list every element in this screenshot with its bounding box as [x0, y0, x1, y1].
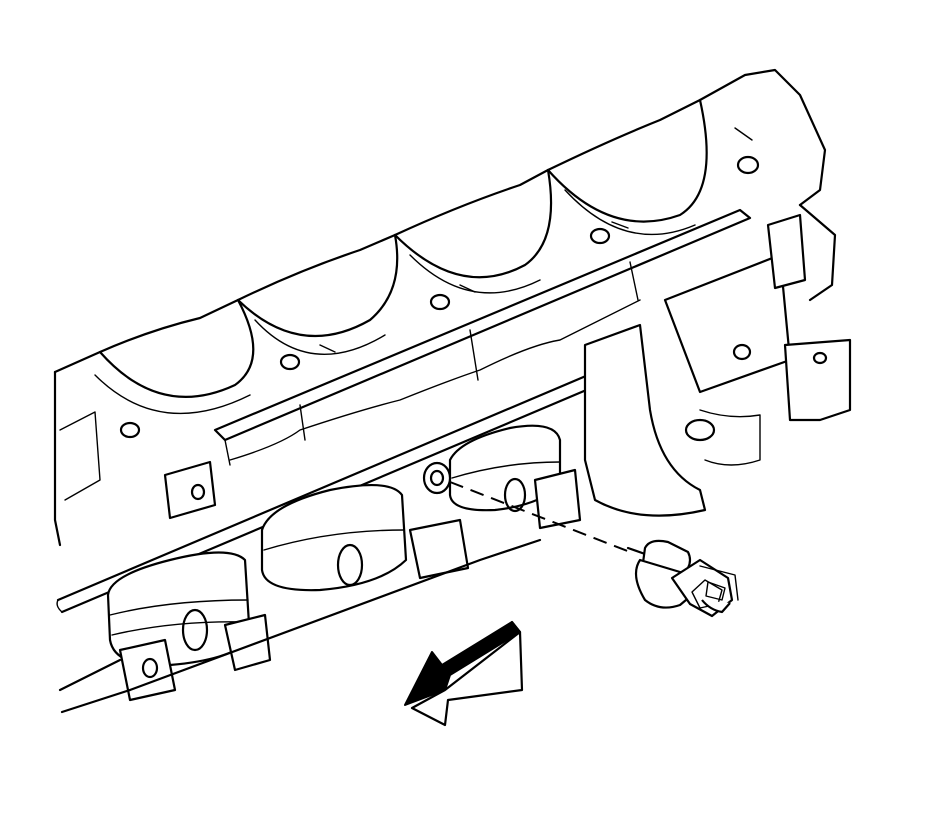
direction-arrow-icon	[404, 620, 524, 727]
installation-path-line	[449, 481, 631, 553]
cylinder-deck	[53, 68, 827, 547]
sensor-icon	[626, 539, 739, 618]
crankcase-lobes	[58, 424, 582, 714]
pan-rail	[213, 208, 752, 466]
rear-boss	[583, 203, 852, 517]
sensor-port	[422, 461, 452, 495]
